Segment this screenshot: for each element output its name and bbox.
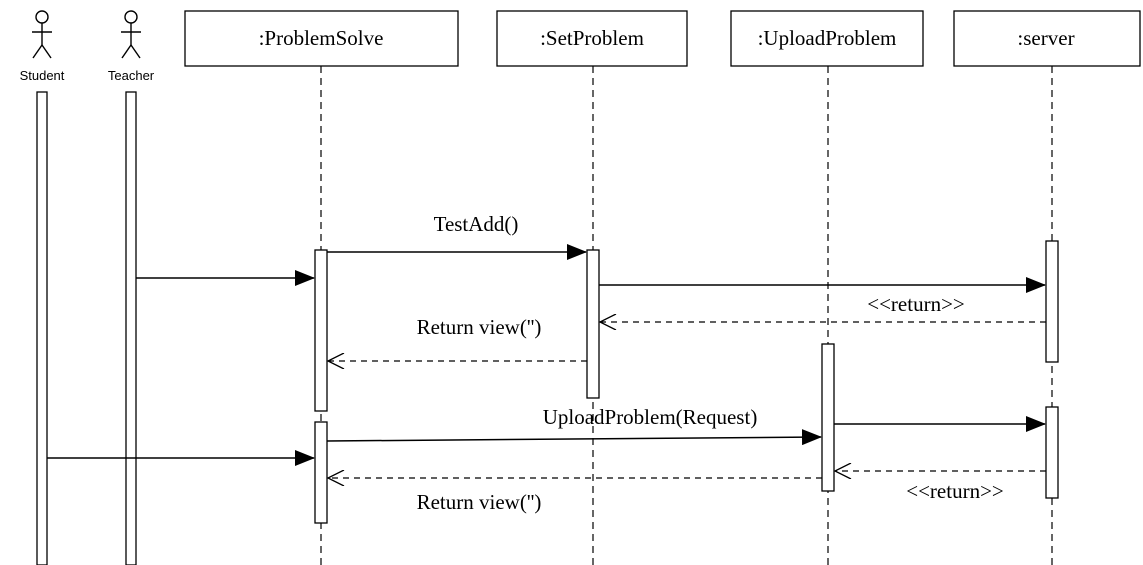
activation-problemsolve-1: [314, 249, 328, 412]
message-label-server-return-2: <<return>>: [906, 479, 1004, 503]
actor-teacher: Teacher: [108, 10, 155, 565]
teacher-activation-bar: [125, 91, 137, 565]
actor-student: Student: [20, 10, 65, 565]
object-label-server: :server: [1017, 26, 1074, 50]
activation-setproblem: [586, 249, 600, 399]
message-label-testadd: TestAdd(): [434, 212, 519, 236]
message-label-return-view-2: Return view(''): [417, 490, 542, 514]
student-stick-figure-icon: [32, 10, 52, 59]
message-label-server-return-1: <<return>>: [867, 292, 965, 316]
actor-label-student: Student: [20, 68, 65, 83]
object-label-setproblem: :SetProblem: [540, 26, 644, 50]
object-label-problemsolve: :ProblemSolve: [259, 26, 384, 50]
activation-problemsolve-2: [314, 421, 328, 524]
teacher-stick-figure-icon: [121, 10, 141, 59]
object-box-problemsolve: [184, 10, 459, 67]
object-uploadproblem: :UploadProblem: [730, 10, 924, 565]
object-problemsolve: :ProblemSolve: [184, 10, 459, 565]
object-server: :server: [953, 10, 1141, 565]
message-upload-request: [326, 429, 822, 446]
object-box-server: [953, 10, 1141, 67]
object-box-uploadproblem: [730, 10, 924, 67]
object-setproblem: :SetProblem: [496, 10, 688, 565]
message-label-return-view-1: Return view(''): [417, 315, 542, 339]
activation-server-2: [1045, 406, 1059, 499]
object-label-uploadproblem: :UploadProblem: [758, 26, 897, 50]
object-box-setproblem: [496, 10, 688, 67]
student-activation-bar: [36, 91, 48, 565]
activation-server-1: [1045, 240, 1059, 363]
actor-label-teacher: Teacher: [108, 68, 155, 83]
message-label-upload-request: UploadProblem(Request): [543, 405, 758, 429]
activation-uploadproblem: [821, 343, 835, 492]
